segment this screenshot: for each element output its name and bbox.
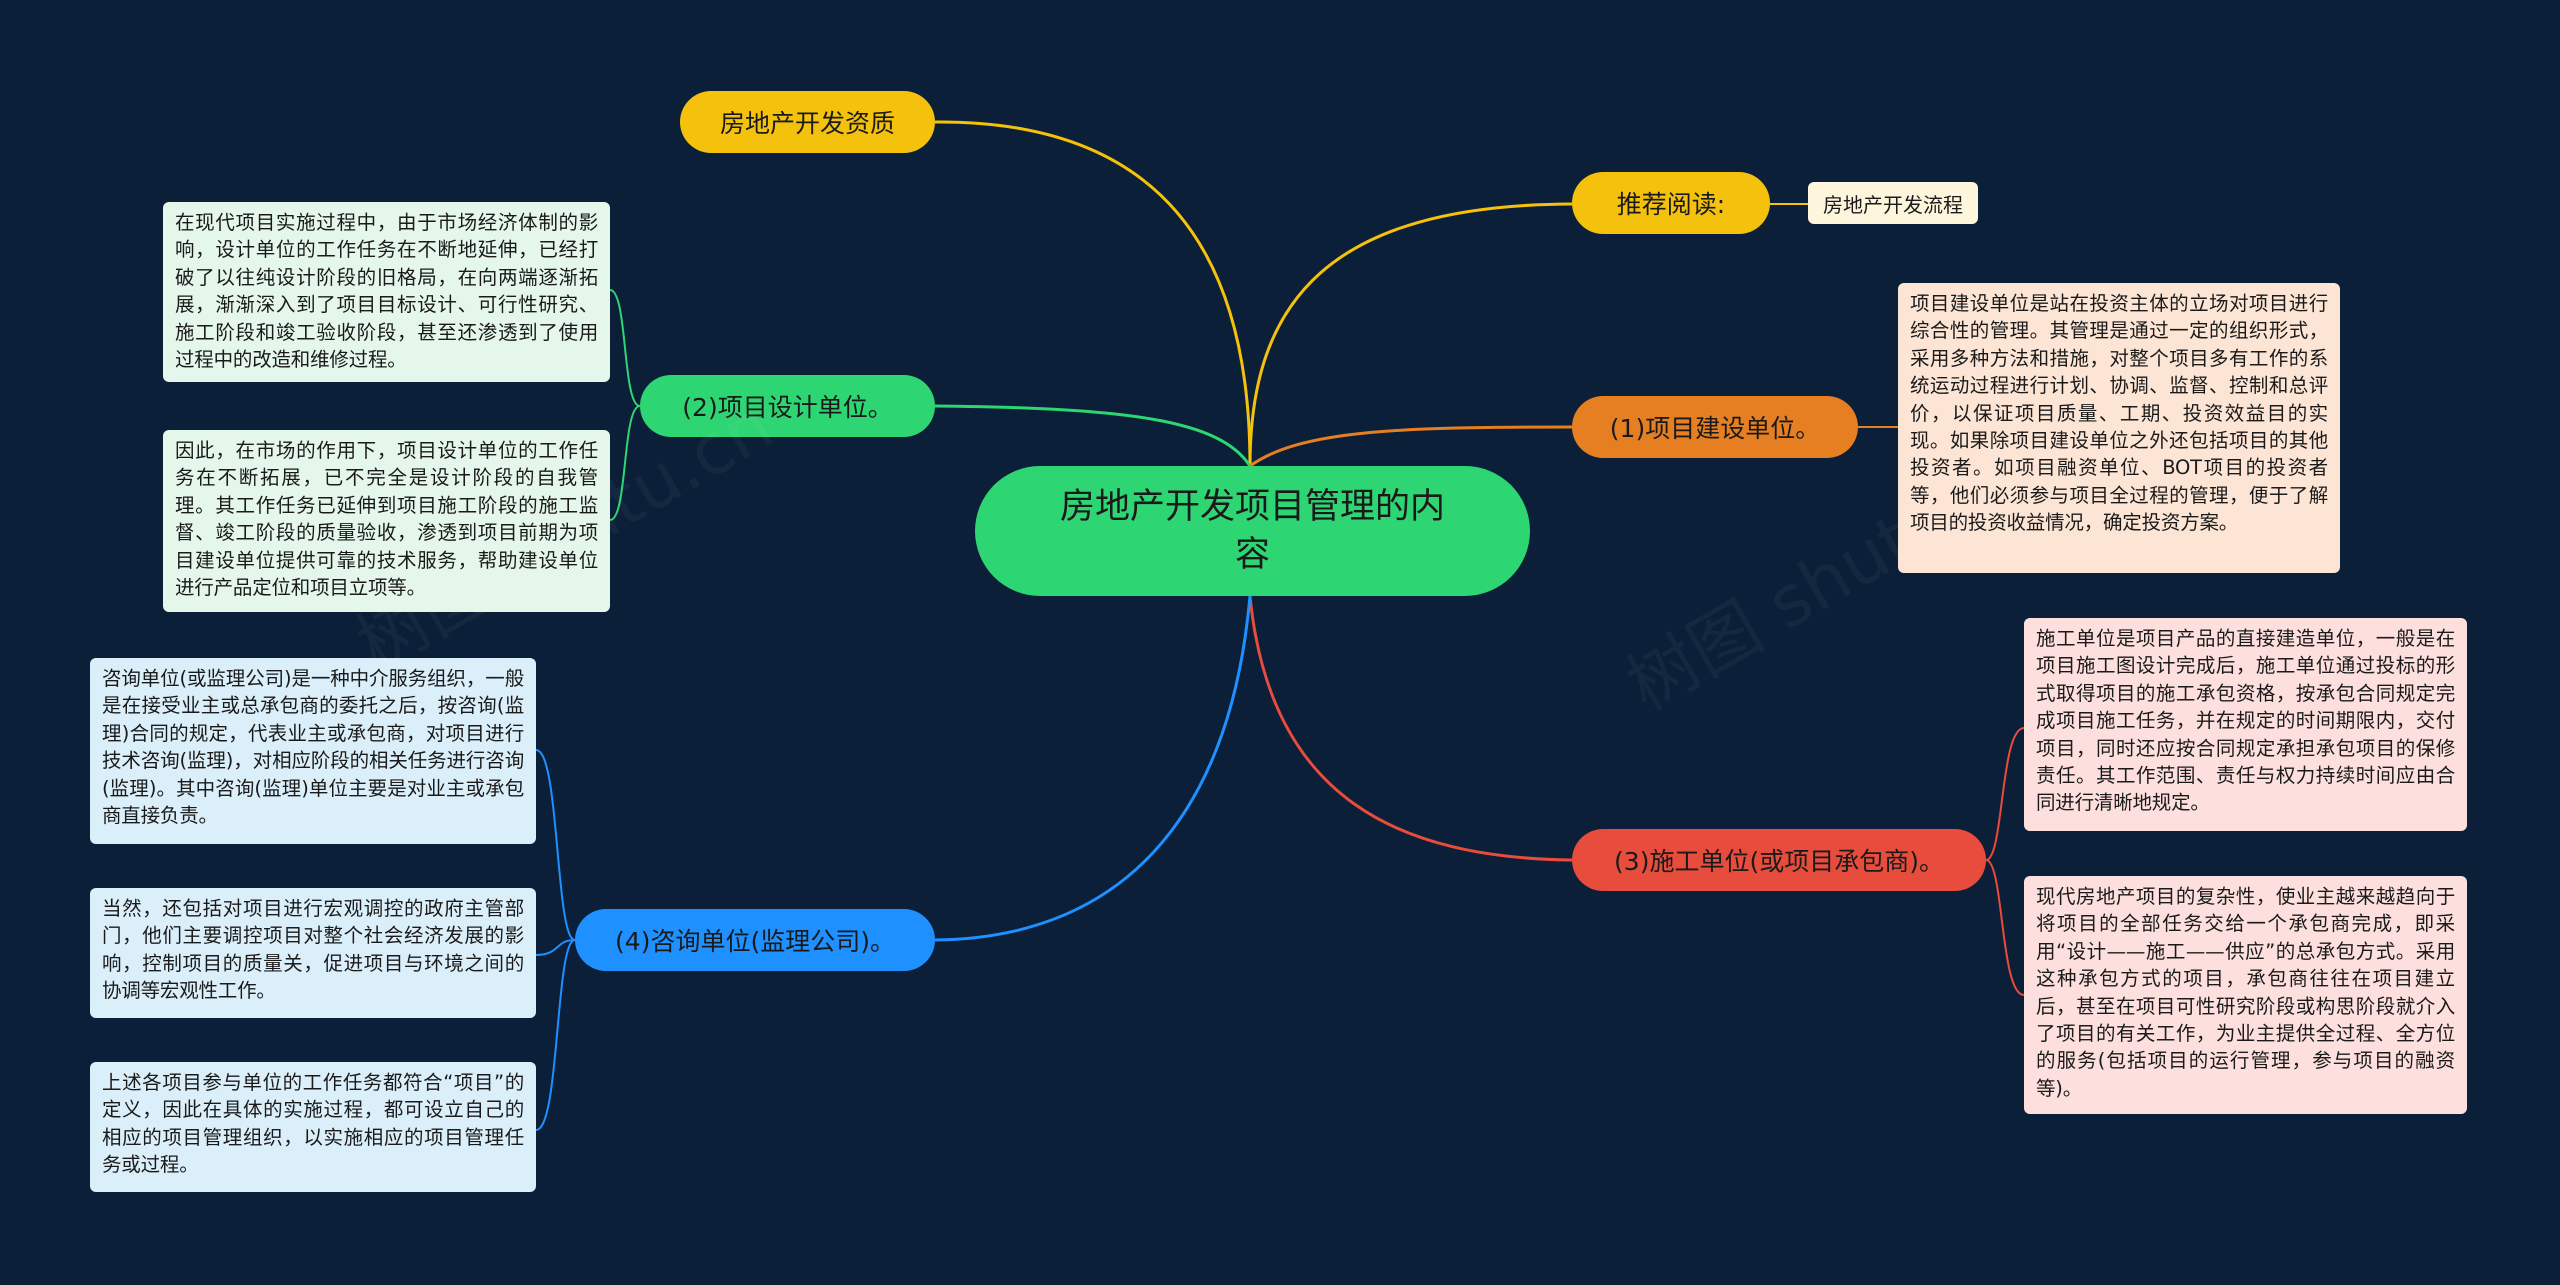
- topic-top-left-label: 房地产开发资质: [719, 109, 895, 138]
- branch3-note-2: 现代房地产项目的复杂性，使业主越来越趋向于将项目的全部任务交给一个承包商完成，即…: [2024, 876, 2467, 1114]
- topic-branch2-label: (2)项目设计单位。: [682, 393, 893, 422]
- link-branch1: [1249, 425, 1573, 468]
- branch4-note-2-text: 当然，还包括对项目进行宏观调控的政府主管部门，他们主要调控项目对整个社会经济发展…: [102, 897, 524, 1003]
- branch4-note-1: 咨询单位(或监理公司)是一种中介服务组织，一般是在接受业主或总承包商的委托之后，…: [90, 658, 536, 844]
- topic-recommend-label: 推荐阅读:: [1616, 190, 1726, 219]
- topic-branch1[interactable]: (1)项目建设单位。: [1572, 396, 1858, 458]
- link-branch2-note2: [609, 405, 641, 521]
- recommend-link-text: 房地产开发流程: [1823, 192, 1963, 217]
- branch4-note-2: 当然，还包括对项目进行宏观调控的政府主管部门，他们主要调控项目对整个社会经济发展…: [90, 888, 536, 1018]
- topic-branch3-label: (3)施工单位(或项目承包商)。: [1614, 847, 1944, 876]
- branch3-note-2-text: 现代房地产项目的复杂性，使业主越来越趋向于将项目的全部任务交给一个承包商完成，即…: [2036, 885, 2455, 1100]
- link-branch4-note1: [535, 749, 576, 941]
- topic-branch2[interactable]: (2)项目设计单位。: [640, 375, 935, 437]
- branch2-note-1-text: 在现代项目实施过程中，由于市场经济体制的影响，设计单位的工作任务在不断地延伸，已…: [175, 211, 598, 372]
- topic-branch4[interactable]: (4)咨询单位(监理公司)。: [575, 909, 935, 971]
- branch4-note-1-text: 咨询单位(或监理公司)是一种中介服务组织，一般是在接受业主或总承包商的委托之后，…: [102, 667, 524, 828]
- branch4-note-3: 上述各项目参与单位的工作任务都符合“项目”的定义，因此在具体的实施过程，都可设立…: [90, 1062, 536, 1192]
- branch3-note-1-text: 施工单位是项目产品的直接建造单位，一般是在项目施工图设计完成后，施工单位通过投标…: [2036, 627, 2455, 815]
- topic-recommend[interactable]: 推荐阅读:: [1572, 172, 1770, 234]
- link-branch4-note2: [535, 939, 576, 956]
- recommend-link-tag[interactable]: 房地产开发流程: [1808, 182, 1978, 224]
- link-recommend: [1248, 202, 1573, 467]
- branch4-note-3-text: 上述各项目参与单位的工作任务都符合“项目”的定义，因此在具体的实施过程，都可设立…: [102, 1071, 524, 1177]
- topic-top-left[interactable]: 房地产开发资质: [680, 91, 935, 153]
- link-branch3-note2: [1985, 859, 2025, 996]
- topic-branch1-label: (1)项目建设单位。: [1609, 414, 1821, 443]
- branch2-note-2: 因此，在市场的作用下，项目设计单位的工作任务在不断拓展，已不完全是设计阶段的自我…: [163, 430, 610, 612]
- link-branch3-note1: [1985, 727, 2025, 861]
- central-topic-title: 房地产开发项目管理的内容: [1059, 487, 1445, 575]
- topic-branch4-label: (4)咨询单位(监理公司)。: [615, 927, 895, 956]
- link-branch4: [934, 595, 1252, 942]
- link-branch4-note3: [535, 939, 576, 1131]
- link-top-left: [934, 120, 1252, 467]
- branch2-note-2-text: 因此，在市场的作用下，项目设计单位的工作任务在不断拓展，已不完全是设计阶段的自我…: [175, 439, 598, 600]
- link-branch3: [1248, 595, 1573, 862]
- branch1-note-text: 项目建设单位是站在投资主体的立场对项目进行综合性的管理。其管理是通过一定的组织形…: [1910, 292, 2328, 535]
- branch2-note-1: 在现代项目实施过程中，由于市场经济体制的影响，设计单位的工作任务在不断地延伸，已…: [163, 202, 610, 382]
- link-branch2: [934, 404, 1252, 467]
- branch3-note-1: 施工单位是项目产品的直接建造单位，一般是在项目施工图设计完成后，施工单位通过投标…: [2024, 618, 2467, 831]
- link-branch2-note1: [609, 289, 641, 407]
- branch1-note: 项目建设单位是站在投资主体的立场对项目进行综合性的管理。其管理是通过一定的组织形…: [1898, 283, 2340, 573]
- topic-branch3[interactable]: (3)施工单位(或项目承包商)。: [1572, 829, 1986, 891]
- central-topic[interactable]: 房地产开发项目管理的内容: [975, 466, 1530, 596]
